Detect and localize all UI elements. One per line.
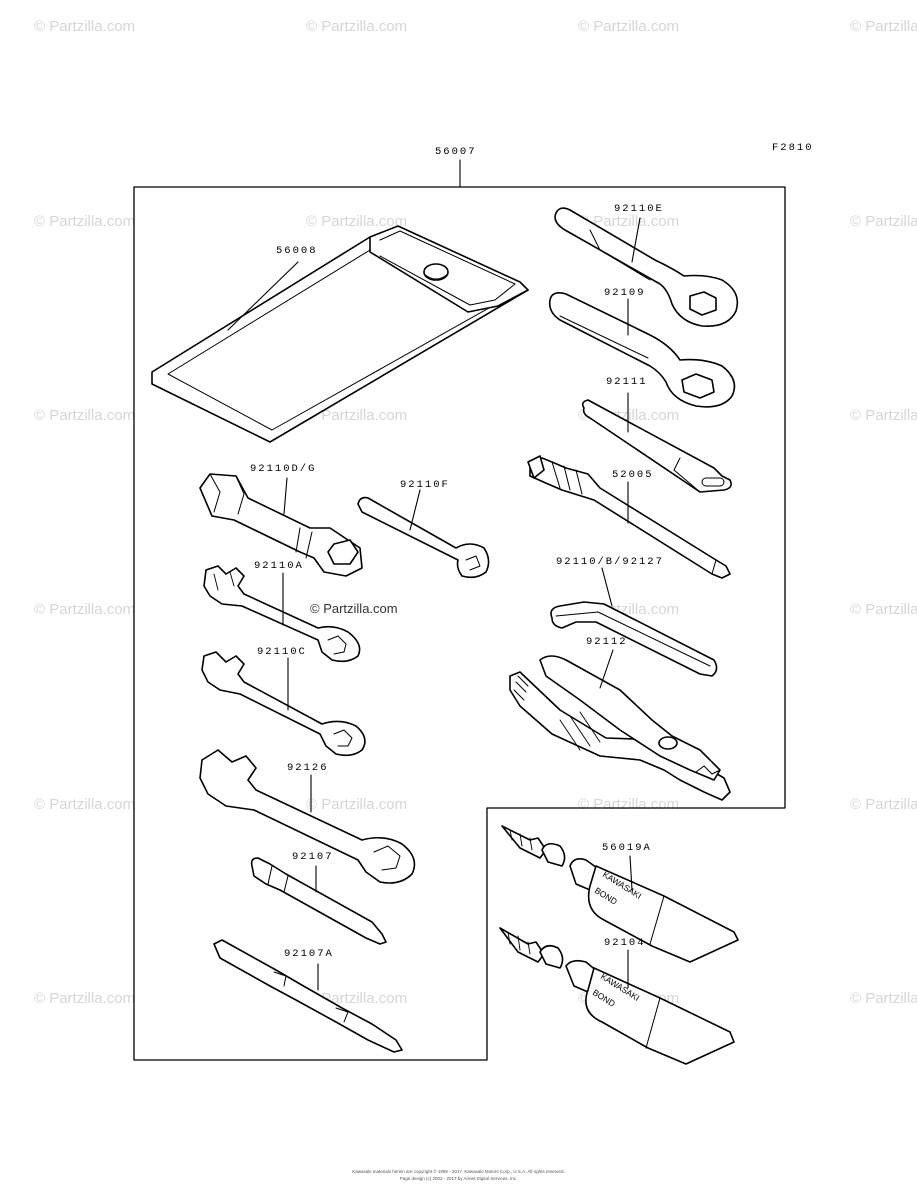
watermark: © Partzilla.com xyxy=(578,213,680,230)
watermark: © Partzilla.com xyxy=(306,18,408,35)
hex-key-tool xyxy=(550,567,718,677)
part-label[interactable]: 92112 xyxy=(586,636,628,648)
watermark: © Partzilla.com xyxy=(34,213,136,230)
part-label[interactable]: 92104 xyxy=(604,937,646,949)
ring-wrench-tool xyxy=(548,292,736,408)
part-label[interactable]: 56008 xyxy=(276,245,318,257)
watermark: © Partzilla.com xyxy=(578,796,680,813)
part-label[interactable]: 92110F xyxy=(400,479,450,491)
center-watermark: © Partzilla.com xyxy=(310,601,398,616)
part-label[interactable]: 92107 xyxy=(292,851,334,863)
part-label[interactable]: 92111 xyxy=(606,376,648,388)
part-label[interactable]: 92109 xyxy=(604,287,646,299)
watermark: © Partzilla.com xyxy=(306,796,408,813)
watermark: © Partzilla.com xyxy=(34,796,136,813)
open-end-wrench-tool xyxy=(199,749,416,884)
footer-copyright: Kawasaki materials herein are copyright … xyxy=(352,1169,565,1174)
watermark: © Partzilla.com xyxy=(850,601,917,618)
watermark: © Partzilla.com xyxy=(306,407,408,424)
watermark: © Partzilla.com xyxy=(850,990,917,1007)
open-end-wrench-tool xyxy=(201,651,366,757)
kit-frame xyxy=(133,186,786,1061)
part-label[interactable]: 92110/B/92127 xyxy=(556,556,664,568)
footer-design-credit: Page design (c) 2002 - 2017 by Arinet Di… xyxy=(399,1176,518,1181)
part-label[interactable]: 92110C xyxy=(257,646,307,658)
watermark: © Partzilla.com xyxy=(34,601,136,618)
screwdriver-tool xyxy=(250,857,387,945)
watermark: © Partzilla.com xyxy=(850,796,917,813)
tool-pouch xyxy=(151,225,529,443)
screwdriver-tool xyxy=(213,939,403,1053)
part-label[interactable]: 52005 xyxy=(612,469,654,481)
bond-tube: KAWASAKI BOND xyxy=(499,927,735,1065)
box-wrench-tool xyxy=(199,473,363,577)
part-label[interactable]: 92110A xyxy=(254,560,304,572)
part-label[interactable]: 92110E xyxy=(614,203,664,215)
bar-tool xyxy=(581,392,732,493)
watermark: © Partzilla.com xyxy=(850,213,917,230)
part-label[interactable]: 56019A xyxy=(602,842,652,854)
open-end-wrench-tool xyxy=(203,565,361,663)
bond-tube: KAWASAKI BOND xyxy=(501,825,739,963)
watermark: © Partzilla.com xyxy=(34,407,136,424)
watermark: © Partzilla.com xyxy=(306,213,408,230)
ring-wrench-tool xyxy=(554,207,739,328)
part-label[interactable]: 92107A xyxy=(284,948,334,960)
watermark: © Partzilla.com xyxy=(34,18,136,35)
watermark: © Partzilla.com xyxy=(850,407,917,424)
part-label[interactable]: 56007 xyxy=(435,146,477,158)
figure-code: F2810 xyxy=(772,142,814,154)
bit-holder-tool xyxy=(527,455,731,579)
small-wrench-tool xyxy=(357,489,490,579)
part-label[interactable]: 92126 xyxy=(287,762,329,774)
pliers-tool xyxy=(509,649,731,801)
watermark: © Partzilla.com xyxy=(578,18,680,35)
part-label[interactable]: 92110D/G xyxy=(250,463,317,475)
watermark: © Partzilla.com xyxy=(34,990,136,1007)
watermark: © Partzilla.com xyxy=(850,18,917,35)
